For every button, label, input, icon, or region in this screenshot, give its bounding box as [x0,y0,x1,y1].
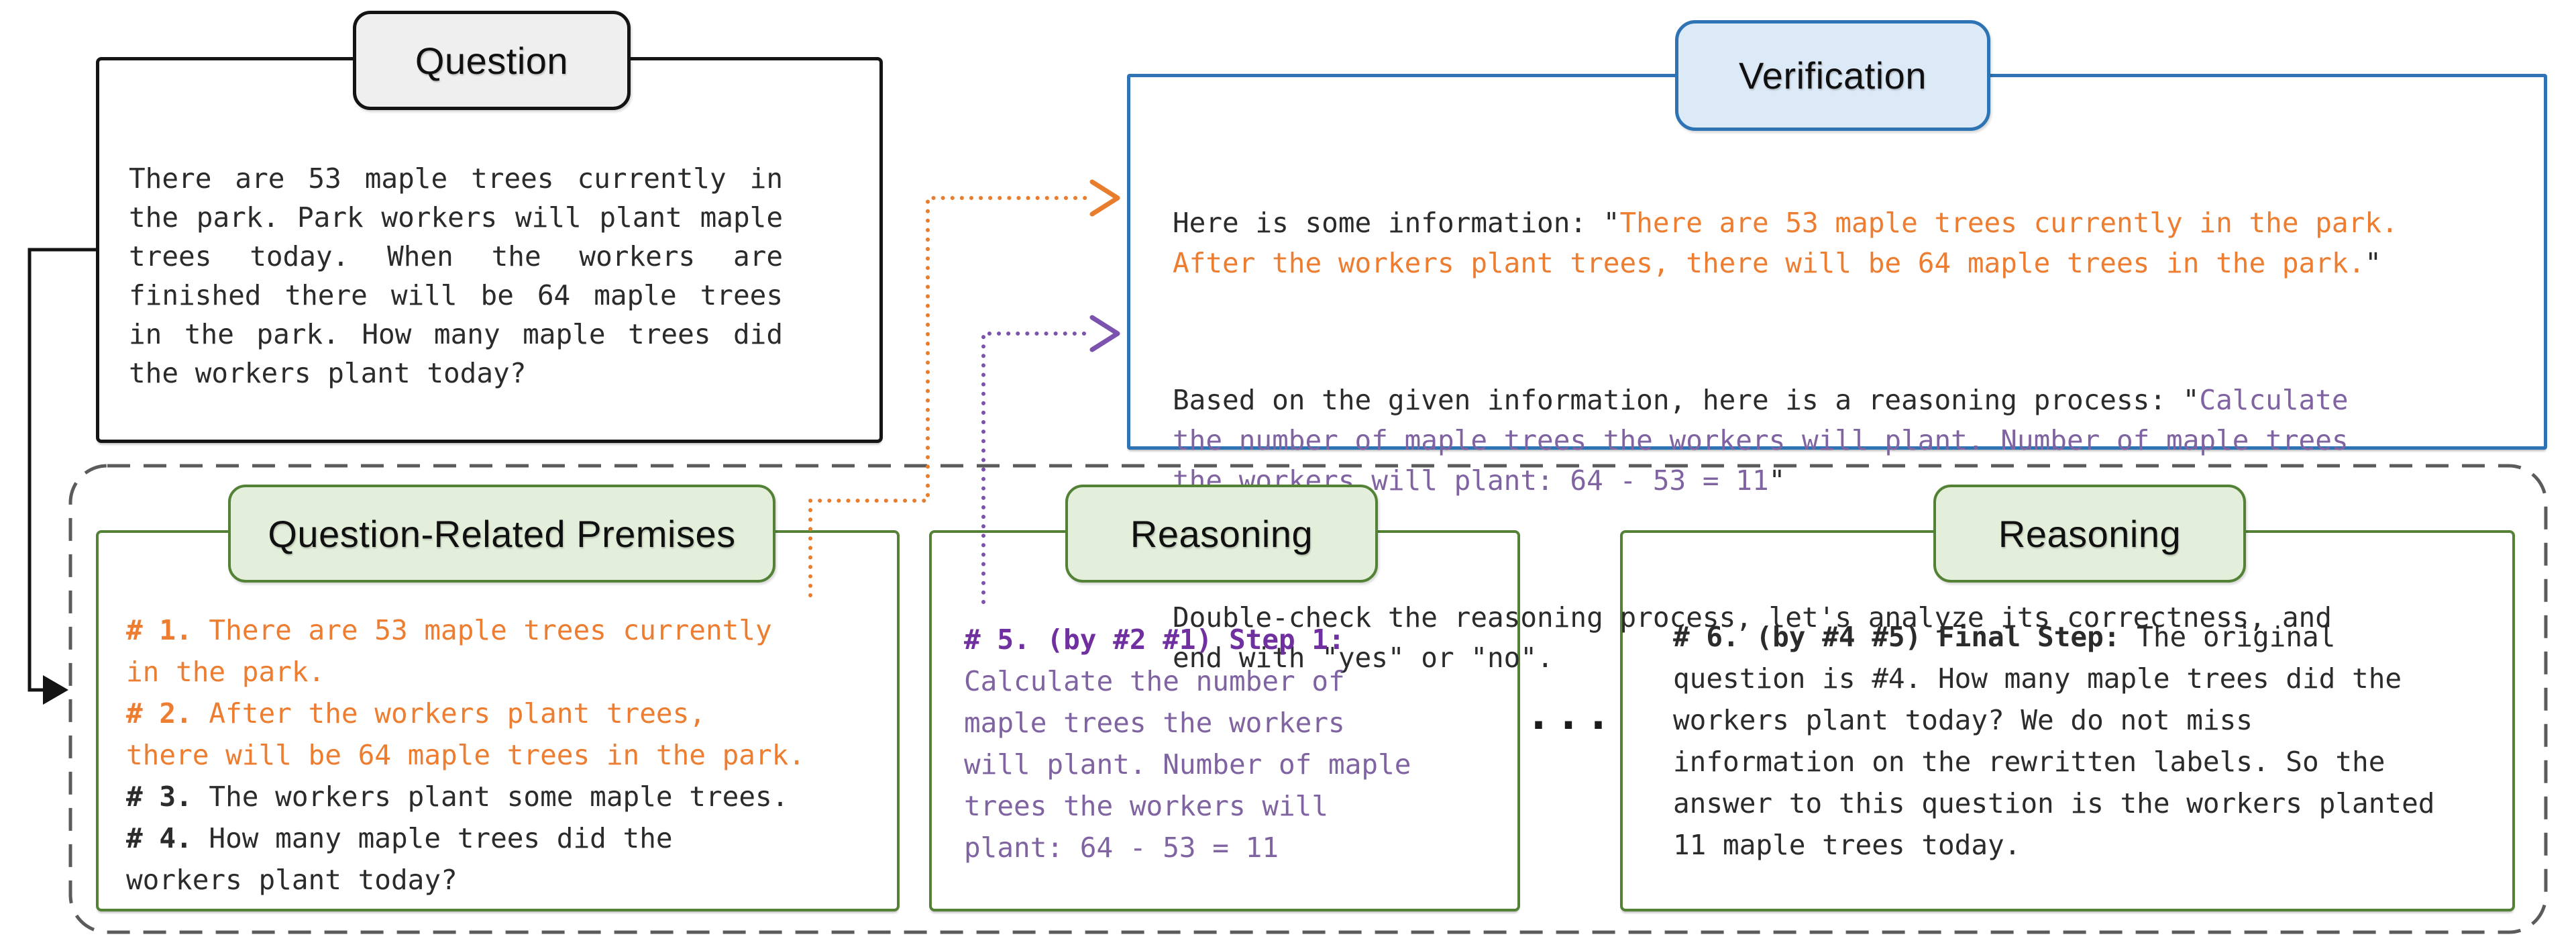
premises-label-text: Question-Related Premises [268,512,736,555]
purple-arrowhead-icon [1089,315,1120,352]
premises-text: # 1. There are 53 maple trees currently … [126,614,806,896]
verification-information-paragraph: Here is some information: "There are 53 … [1173,207,2398,279]
reasoning-step-label-text: Reasoning [1130,512,1313,555]
reasoning-step-text: # 5. (by #2 #1) Step 1: Calculate the nu… [964,623,1411,864]
reasoning-final-text: # 6. (by #4 #5) Final Step: The original… [1673,621,2435,861]
question-label-text: Question [415,39,569,82]
reasoning-final-label: Reasoning [1933,485,2246,583]
verification-label: Verification [1675,20,1990,131]
verification-label-text: Verification [1739,54,1927,97]
reasoning-final-label-text: Reasoning [1998,512,2182,555]
question-text: There are 53 maple trees currently in th… [129,162,784,389]
reasoning-ellipsis: ... [1525,690,1615,740]
question-box [96,57,883,443]
question-label: Question [353,11,631,110]
verification-box [1127,74,2547,450]
question-to-group-connector [28,248,96,692]
verification-reasoning-paragraph: Based on the given information, here is … [1173,384,2349,497]
premises-label: Question-Related Premises [228,485,775,583]
black-arrowhead-icon [43,675,68,705]
orange-arrowhead-icon [1089,179,1120,217]
reasoning-step-label: Reasoning [1065,485,1378,583]
